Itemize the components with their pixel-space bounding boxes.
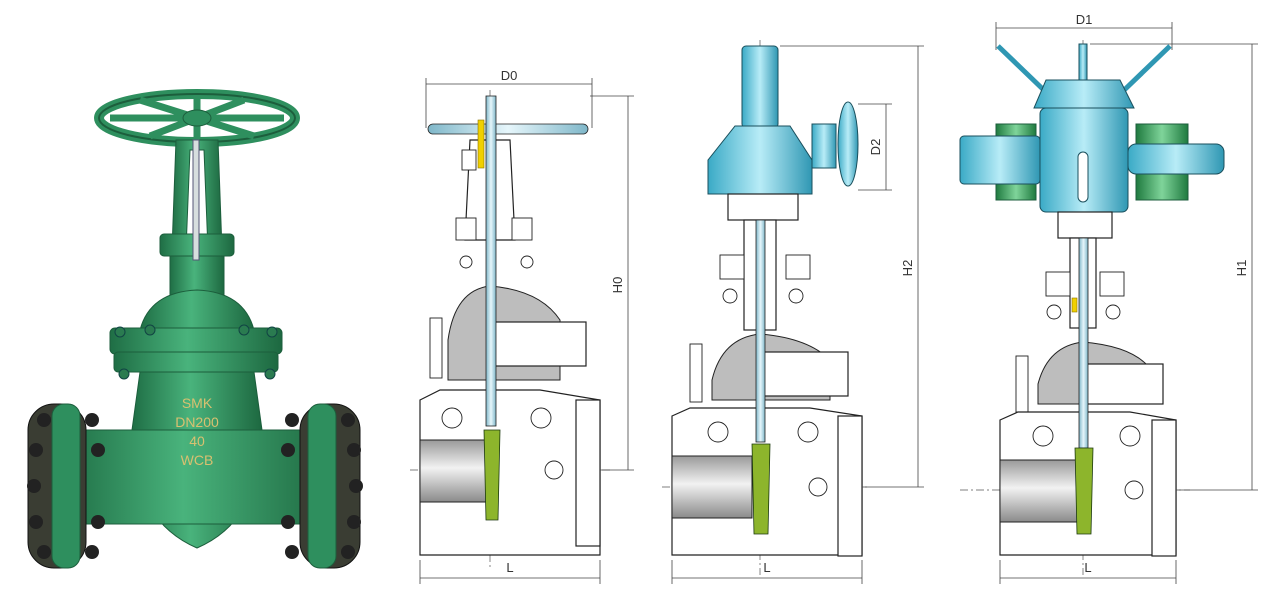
yoke bbox=[159, 139, 235, 297]
valve-body bbox=[61, 371, 333, 549]
casting-marks: SMK DN200 40 WCB bbox=[175, 395, 219, 468]
left-flange bbox=[27, 403, 105, 569]
dimension-label-h2: H2 bbox=[900, 260, 915, 277]
casting-mark-material: WCB bbox=[181, 452, 214, 468]
casting-mark-pressure: 40 bbox=[189, 433, 205, 449]
drawing-manual: D0 H0 L bbox=[410, 68, 634, 584]
dimension-label-l-electric: L bbox=[1084, 560, 1091, 575]
drawing-bevel-gear: H2 D2 L bbox=[662, 40, 924, 584]
valve-photo: SMK DN200 40 WCB bbox=[27, 89, 363, 569]
dimension-label-h0: H0 bbox=[610, 277, 625, 294]
dimension-label-l-bevel: L bbox=[763, 560, 770, 575]
dimension-label-d1: D1 bbox=[1076, 12, 1093, 27]
handwheel bbox=[94, 89, 300, 147]
bonnet bbox=[109, 289, 283, 380]
dimension-label-l-manual: L bbox=[506, 560, 513, 575]
dimension-label-d2: D2 bbox=[868, 139, 883, 156]
drawing-electric: D1 H1 L bbox=[959, 12, 1258, 584]
casting-mark-brand: SMK bbox=[182, 395, 213, 411]
right-flange bbox=[281, 403, 363, 569]
casting-mark-size: DN200 bbox=[175, 414, 219, 430]
dimension-label-h1: H1 bbox=[1234, 260, 1249, 277]
dimension-label-d0: D0 bbox=[501, 68, 518, 83]
